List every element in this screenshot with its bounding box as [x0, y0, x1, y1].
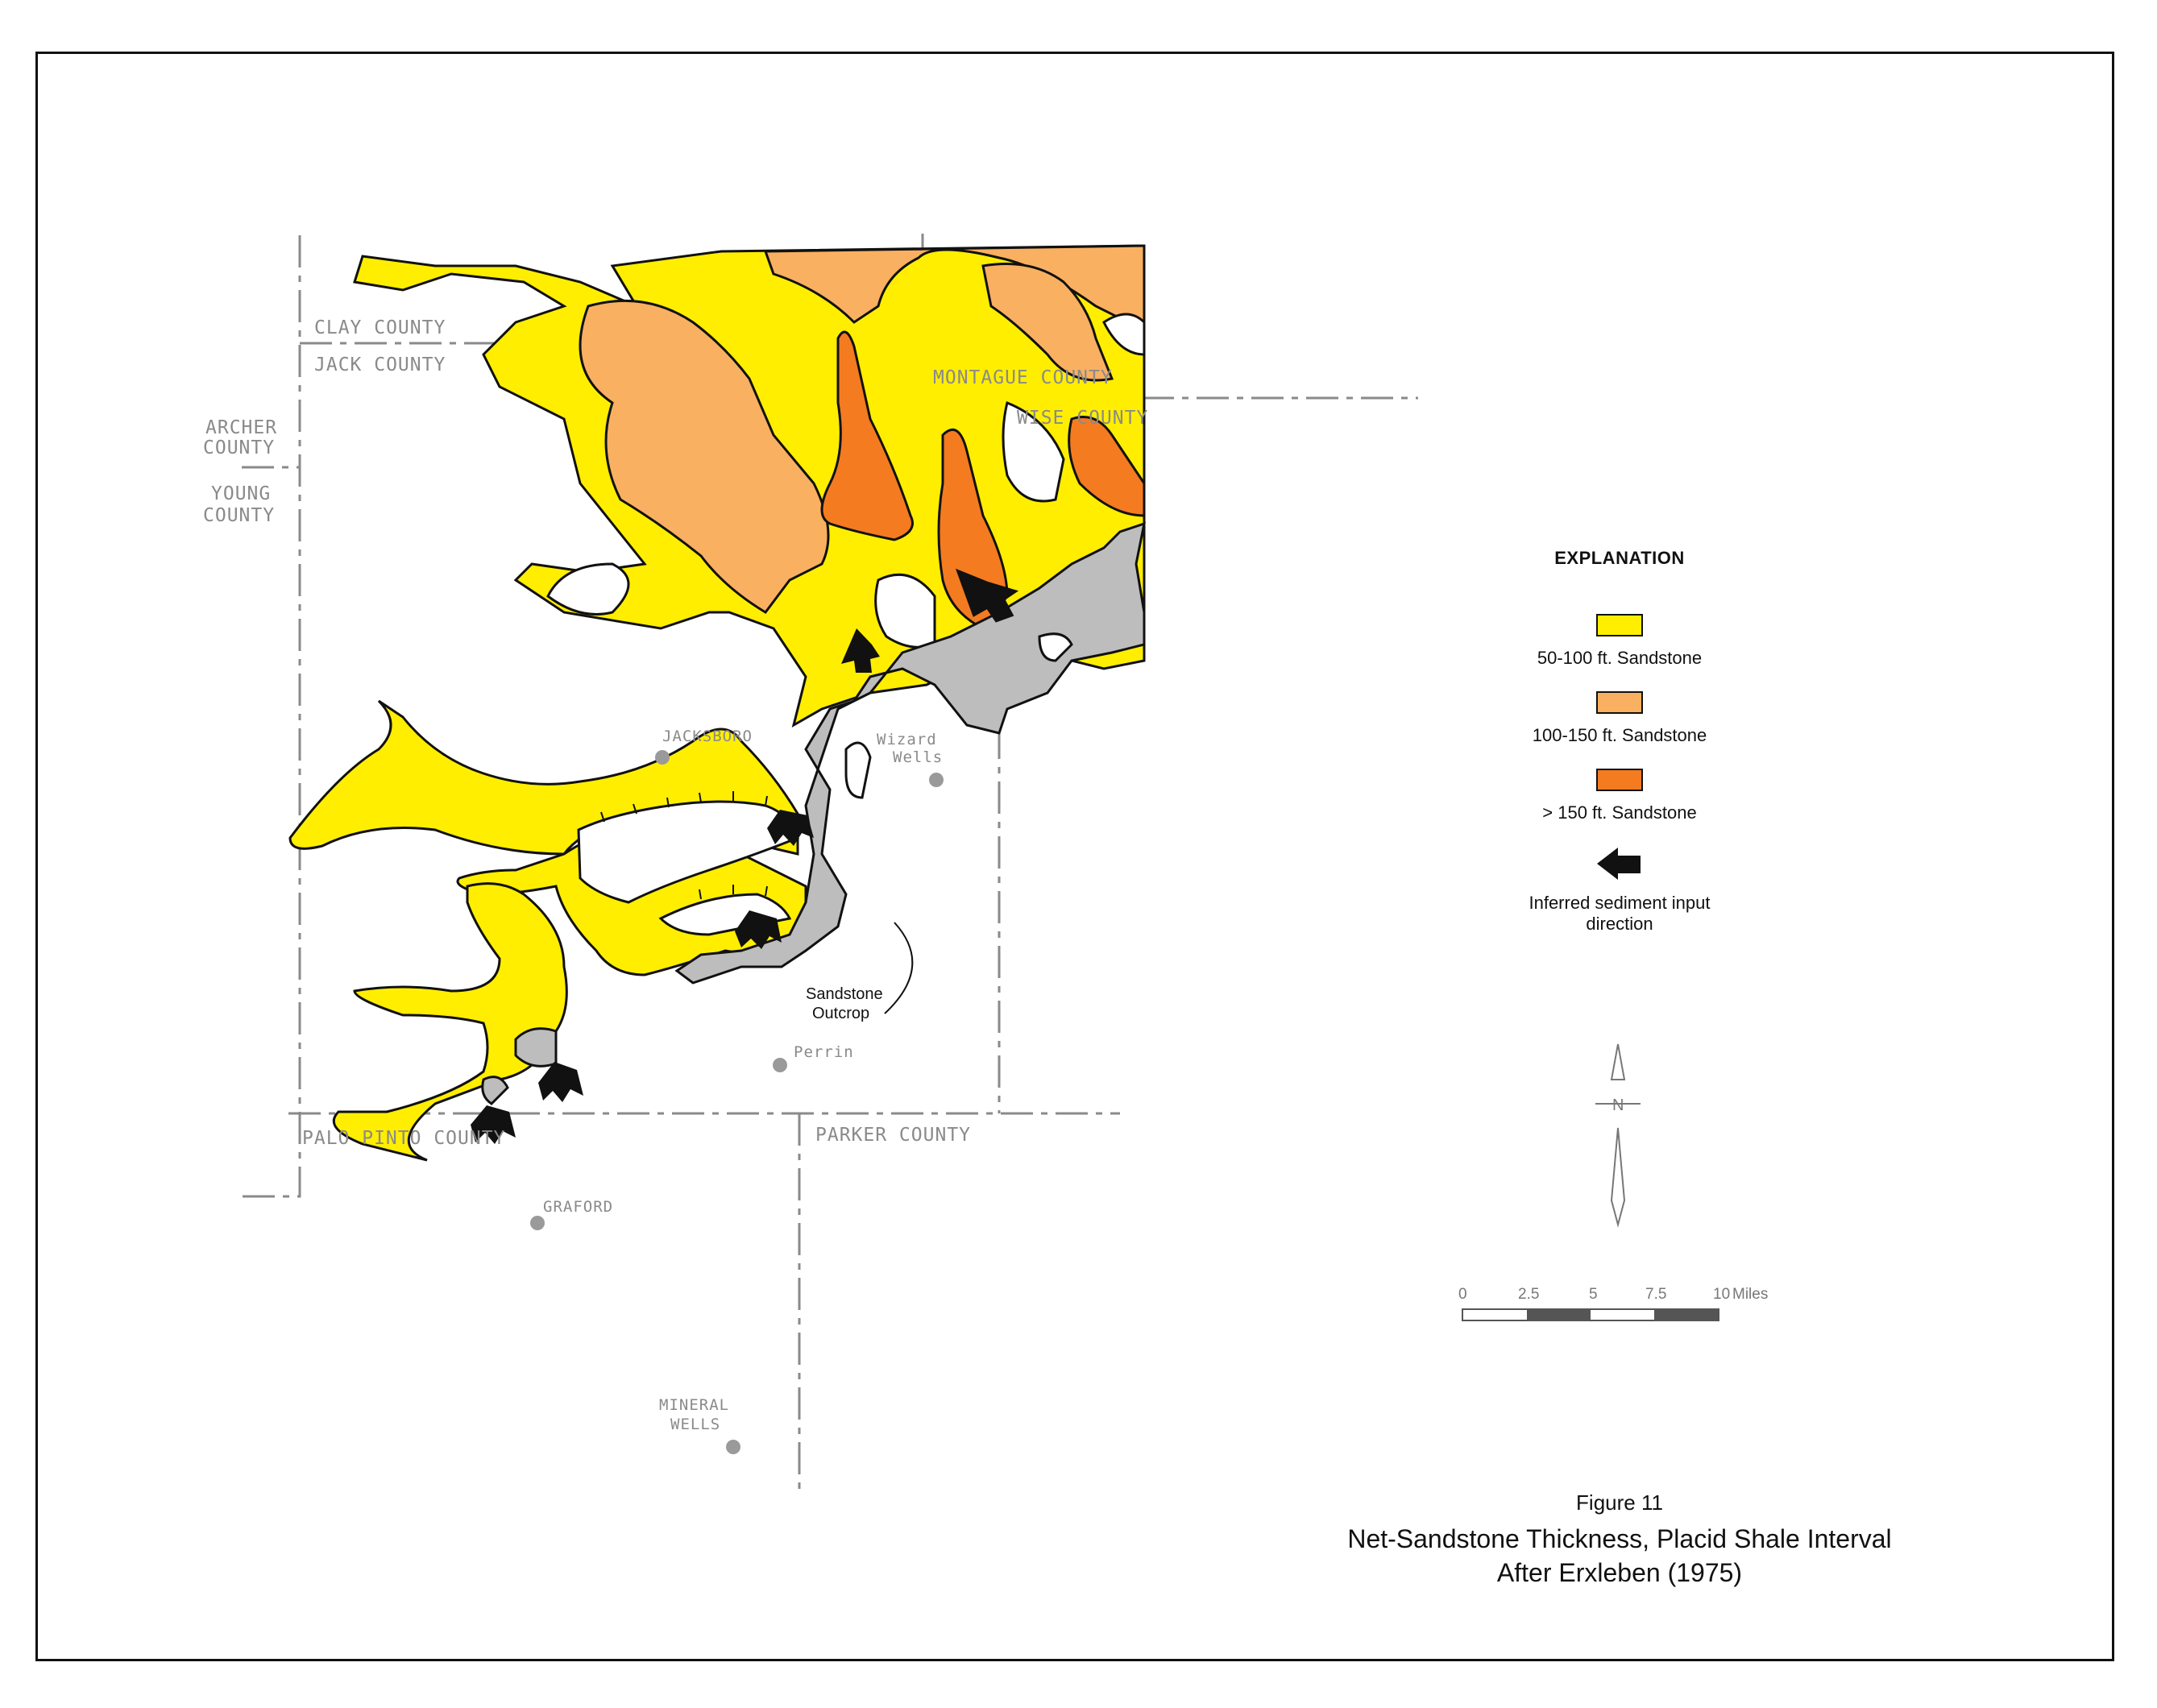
legend-item-gt-150: > 150 ft. Sandstone — [1515, 769, 1724, 823]
label-wise-county: WISE COUNTY — [1017, 408, 1148, 429]
legend-label: 100-150 ft. Sandstone — [1532, 725, 1707, 745]
arrow-icon — [841, 628, 880, 673]
sediment-input-arrows — [471, 568, 1019, 1144]
label-mineral-wells-1: MINERAL — [659, 1396, 729, 1414]
label-young-county-1: YOUNG — [211, 483, 271, 504]
label-montague-county: MONTAGUE COUNTY — [933, 367, 1113, 388]
label-wizard-wells-2: Wells — [893, 748, 943, 766]
label-young-county-2: COUNTY — [203, 505, 275, 526]
label-mineral-wells-2: WELLS — [670, 1416, 720, 1433]
town-markers — [530, 750, 944, 1454]
scale-unit: Miles — [1732, 1286, 1769, 1303]
label-archer-county-1: ARCHER — [205, 417, 277, 438]
figure-caption: Figure 11 Net-Sandstone Thickness, Placi… — [1273, 1490, 1966, 1590]
label-clay-county: CLAY COUNTY — [314, 317, 446, 338]
label-graford: GRAFORD — [543, 1198, 613, 1216]
legend-item-100-150: 100-150 ft. Sandstone — [1515, 691, 1724, 746]
outcrop-leader-line — [884, 922, 914, 1014]
legend-item-50-100: 50-100 ft. Sandstone — [1515, 614, 1724, 669]
scale-tick: 0 — [1458, 1286, 1467, 1303]
arrow-icon — [471, 1105, 516, 1144]
scale-bar: 0 2.5 5 7.5 10 Miles — [1450, 1286, 1768, 1334]
legend-label: > 150 ft. Sandstone — [1542, 802, 1697, 823]
scale-tick: 5 — [1589, 1286, 1598, 1303]
legend-swatch-dark-orange — [1596, 769, 1643, 791]
legend-title: EXPLANATION — [1554, 548, 1685, 568]
scale-tick: 7.5 — [1645, 1286, 1667, 1303]
scale-tick: 2.5 — [1518, 1286, 1540, 1303]
arrow-icon — [735, 910, 782, 949]
scale-tick: 10 — [1713, 1286, 1731, 1303]
label-jack-county: JACK COUNTY — [314, 354, 446, 375]
label-wizard-wells-1: Wizard — [877, 731, 937, 748]
arrow-icon — [1597, 848, 1641, 880]
legend-swatch-light-orange — [1596, 691, 1643, 714]
legend-label: Inferred sediment input direction — [1529, 893, 1711, 934]
north-label: N — [1612, 1097, 1624, 1114]
figure-title-line-1: Net-Sandstone Thickness, Placid Shale In… — [1347, 1524, 1892, 1553]
arrow-icon — [767, 810, 814, 846]
legend-item-input-direction: Inferred sediment input direction — [1515, 846, 1724, 935]
label-jacksboro: JACKSBORO — [662, 728, 753, 745]
scale-bar-segments — [1462, 1308, 1719, 1321]
figure-number: Figure 11 — [1576, 1490, 1663, 1515]
legend-swatch-yellow — [1596, 614, 1643, 636]
label-archer-county-2: COUNTY — [203, 437, 275, 458]
label-parker-county: PARKER COUNTY — [815, 1125, 971, 1146]
sandstone-100-150-zones — [579, 244, 1146, 614]
label-palo-pinto-county: PALO PINTO COUNTY — [302, 1128, 505, 1149]
hachure-marks — [600, 791, 768, 900]
arrow-icon — [955, 568, 1019, 623]
figure-title-line-2: After Erxleben (1975) — [1496, 1558, 1743, 1587]
legend: EXPLANATION 50-100 ft. Sandstone 100-150… — [1515, 548, 1724, 957]
sandstone-gt-150-zones — [820, 330, 1146, 630]
annotation-outcrop-2: Outcrop — [812, 1005, 869, 1022]
map-frame — [35, 52, 2114, 1661]
legend-label: 50-100 ft. Sandstone — [1537, 648, 1703, 668]
figure-title: Net-Sandstone Thickness, Placid Shale In… — [1273, 1522, 1966, 1590]
north-arrow: N — [1595, 1043, 1641, 1228]
label-perrin: Perrin — [794, 1043, 854, 1061]
arrow-icon — [538, 1062, 583, 1102]
annotation-outcrop-1: Sandstone — [806, 985, 883, 1003]
